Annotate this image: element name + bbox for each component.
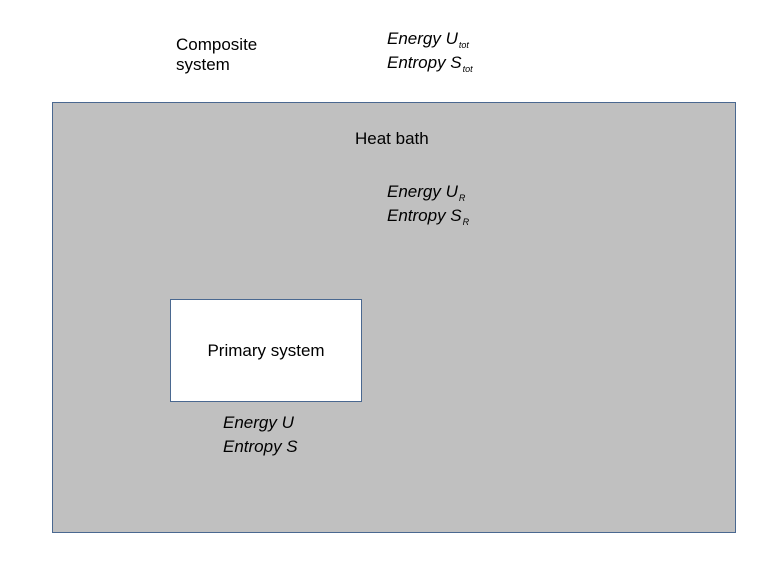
composite-entropy-subscript: tot — [462, 64, 473, 74]
composite-energy-text: Energy U — [387, 29, 458, 48]
composite-energy: Energy Utot — [387, 27, 473, 51]
primary-system-label: Primary system — [207, 340, 325, 360]
heat-bath-entropy: Entropy SR — [387, 204, 469, 228]
heat-bath-entropy-text: Entropy S — [387, 206, 462, 225]
heat-bath-energy: Energy UR — [387, 180, 469, 204]
composite-label-line2: system — [176, 55, 230, 74]
primary-system-box: Primary system — [170, 299, 362, 402]
composite-quantities: Energy Utot Entropy Stot — [387, 27, 473, 75]
heat-bath-energy-text: Energy U — [387, 182, 458, 201]
primary-quantities: Energy U Entropy S — [223, 411, 298, 459]
heat-bath-energy-subscript: R — [458, 193, 466, 203]
composite-entropy-text: Entropy S — [387, 53, 462, 72]
primary-entropy: Entropy S — [223, 437, 298, 456]
heat-bath-label: Heat bath — [355, 129, 429, 148]
heat-bath-quantities: Energy UR Entropy SR — [387, 180, 469, 228]
composite-energy-subscript: tot — [458, 40, 469, 50]
heat-bath-region — [52, 102, 736, 533]
composite-entropy: Entropy Stot — [387, 51, 473, 75]
composite-label-line1: Composite — [176, 35, 258, 54]
composite-system-label: Composite system — [176, 35, 257, 75]
heat-bath-entropy-subscript: R — [462, 217, 470, 227]
primary-energy: Energy U — [223, 413, 294, 432]
